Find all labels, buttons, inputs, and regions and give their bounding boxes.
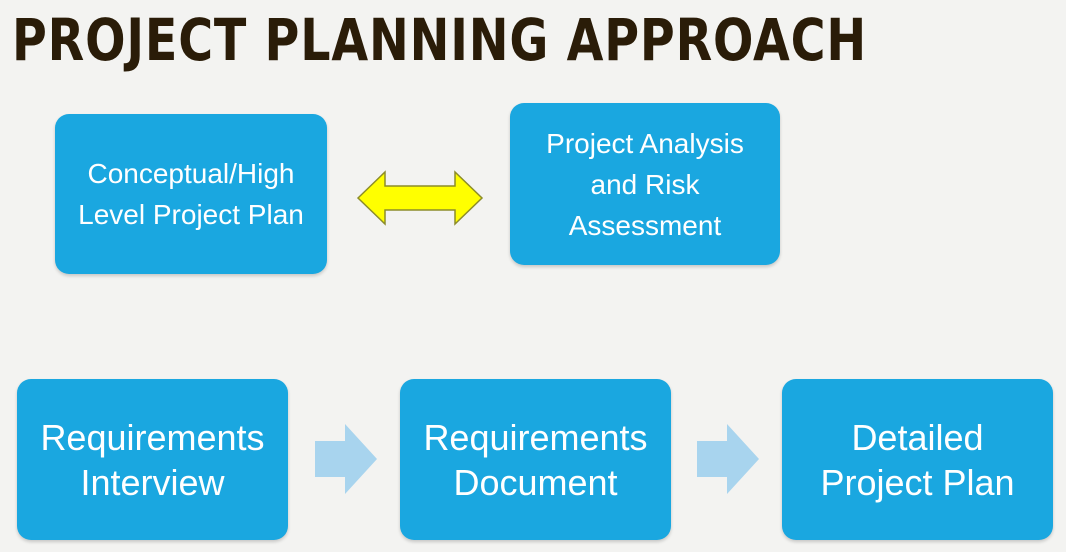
flow-arrow: [697, 424, 759, 494]
node-label-line: Document: [453, 461, 618, 503]
node-label-line: Requirements: [423, 416, 648, 458]
node-label-line: Interview: [80, 461, 225, 503]
node-label-line: Project Analysis: [546, 127, 744, 159]
flow-arrow-shape: [697, 424, 759, 494]
node-label-line: Conceptual/High: [87, 158, 295, 189]
node-label-line: Assessment: [568, 209, 722, 241]
flow-arrow: [315, 424, 377, 494]
node-requirements-interview: Requirements Interview: [17, 379, 288, 540]
page-title: PROJECT PLANNING APPROACH: [12, 6, 867, 74]
node-detailed-project-plan: Detailed Project Plan: [782, 379, 1053, 540]
node-label-line: Requirements: [40, 416, 265, 458]
double-headed-arrow: [356, 170, 484, 226]
node-requirements-document: Requirements Document: [400, 379, 671, 540]
double-arrow-shape: [356, 170, 484, 226]
node-label-line: Level Project Plan: [78, 199, 304, 230]
node-conceptual-high-level-plan: Conceptual/High Level Project Plan: [55, 114, 327, 274]
flow-arrow-shape: [315, 424, 377, 494]
node-label-line: and Risk: [590, 168, 700, 200]
node-label-line: Detailed: [851, 416, 984, 458]
node-project-analysis-risk-assessment: Project Analysis and Risk Assessment: [510, 103, 780, 265]
node-label-line: Project Plan: [820, 461, 1015, 503]
